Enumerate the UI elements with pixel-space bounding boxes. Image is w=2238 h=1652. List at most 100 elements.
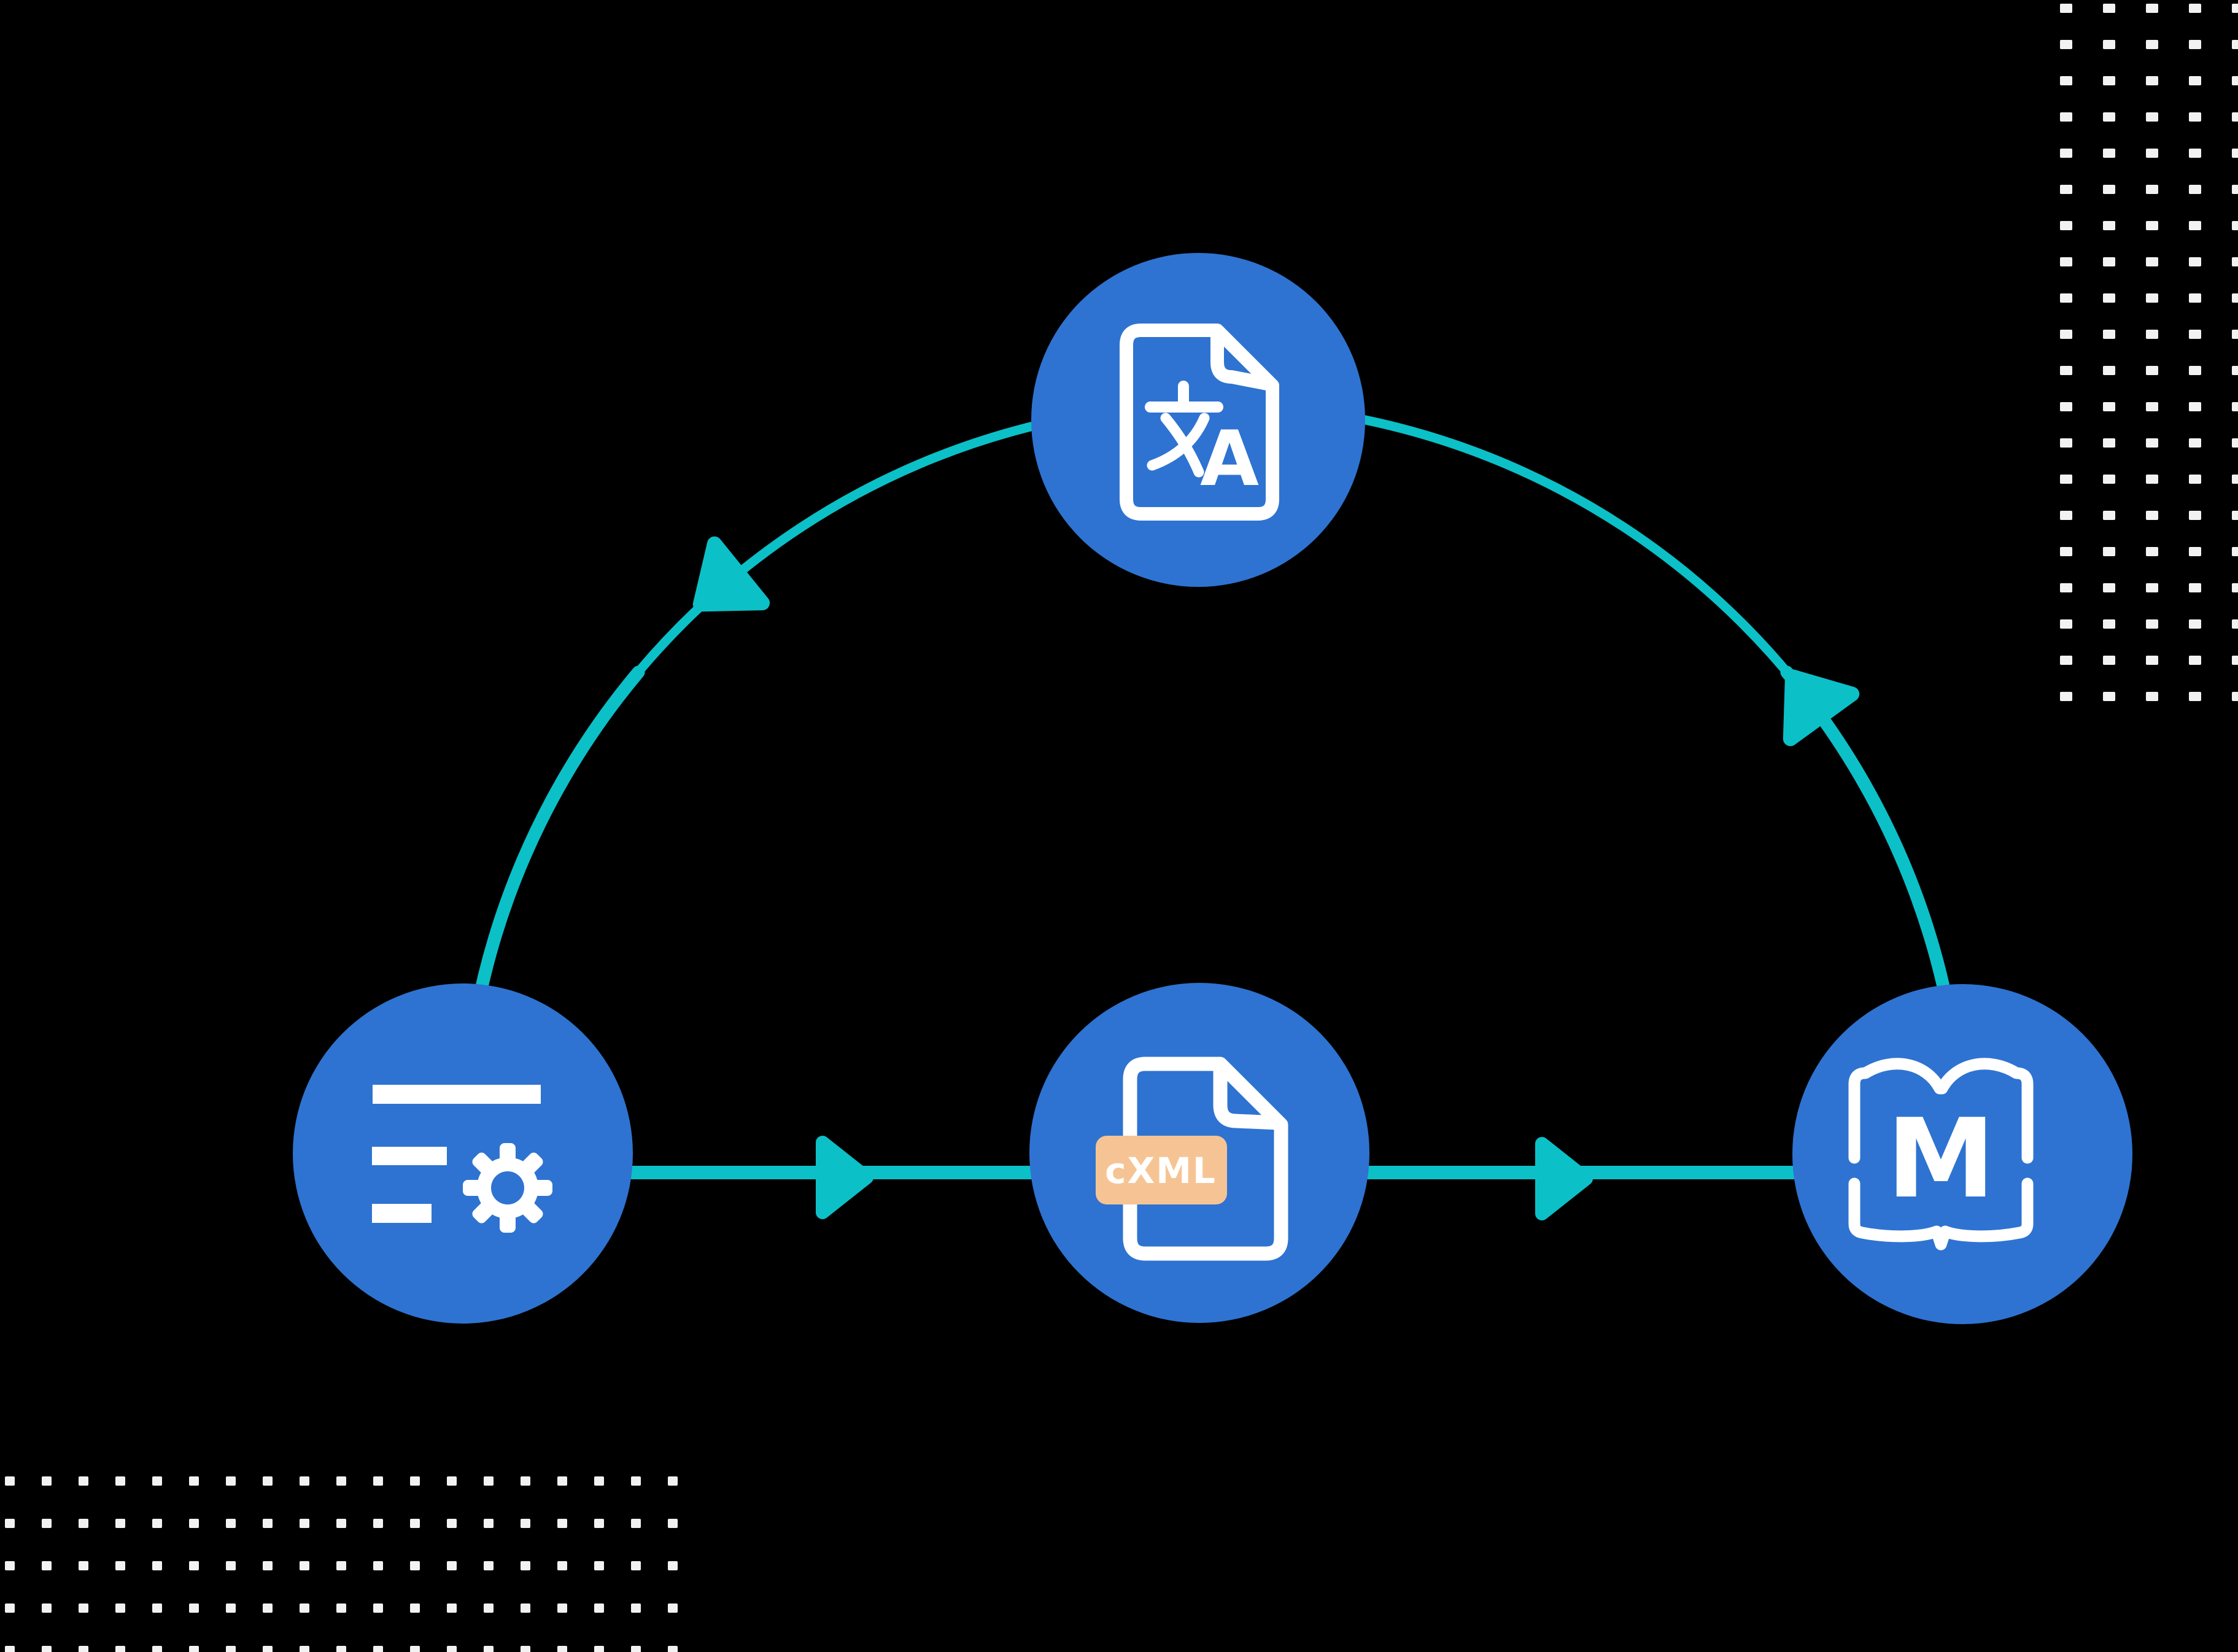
dot — [152, 1476, 162, 1486]
dot-grid-bottom-left — [5, 1476, 678, 1652]
dot — [2103, 511, 2115, 520]
dot — [42, 1561, 52, 1570]
book-bottom-right — [1935, 1177, 2034, 1251]
dot — [263, 1476, 273, 1486]
dot — [2103, 185, 2115, 194]
dot — [557, 1476, 567, 1486]
dot — [5, 1604, 15, 1613]
dot — [300, 1476, 309, 1486]
dot — [152, 1561, 162, 1570]
dot — [2189, 402, 2201, 411]
dot — [300, 1519, 309, 1528]
dot — [2146, 511, 2158, 520]
dot — [115, 1646, 125, 1652]
dot — [594, 1561, 604, 1570]
dot — [521, 1519, 530, 1528]
dot — [2189, 330, 2201, 339]
dot — [2146, 4, 2158, 13]
dot — [226, 1604, 236, 1613]
dot — [373, 1519, 383, 1528]
dot — [373, 1561, 383, 1570]
book-bottom-left — [1848, 1177, 1947, 1251]
dot — [631, 1604, 641, 1613]
dot — [594, 1476, 604, 1486]
dot — [2189, 112, 2201, 122]
list-gear-icon — [372, 1085, 552, 1233]
dot — [2232, 619, 2238, 629]
dot — [2060, 293, 2072, 303]
dot — [115, 1519, 125, 1528]
dot — [2103, 692, 2115, 701]
book-top-right — [1936, 1058, 2034, 1164]
dot — [668, 1561, 678, 1570]
document-fold — [1213, 1058, 1285, 1130]
dot — [631, 1646, 641, 1652]
list-bar-1 — [373, 1085, 541, 1104]
dot — [2103, 330, 2115, 339]
dot — [2189, 149, 2201, 158]
dot — [300, 1646, 309, 1652]
dot — [189, 1476, 199, 1486]
dot — [2146, 475, 2158, 484]
dot — [2189, 619, 2201, 629]
cxml-badge — [1096, 1136, 1227, 1204]
dot — [2146, 692, 2158, 701]
dot — [2189, 656, 2201, 665]
dot — [2060, 366, 2072, 375]
dot-grid-top-right — [2060, 4, 2238, 701]
dot — [2232, 656, 2238, 665]
dot — [484, 1646, 494, 1652]
dot — [557, 1561, 567, 1570]
dot — [263, 1519, 273, 1528]
dot — [2103, 475, 2115, 484]
dot — [5, 1519, 15, 1528]
cxml-badge-label: cXML — [1105, 1150, 1217, 1192]
dot — [2146, 583, 2158, 592]
dot — [2146, 330, 2158, 339]
dot — [410, 1476, 420, 1486]
dot — [2146, 547, 2158, 556]
dot — [2103, 112, 2115, 122]
dot — [2060, 619, 2072, 629]
dot — [2103, 221, 2115, 230]
dot — [2189, 366, 2201, 375]
list-bar-3 — [372, 1204, 432, 1223]
dot — [2232, 4, 2238, 13]
dot — [2232, 583, 2238, 592]
dot — [2146, 40, 2158, 49]
dot — [263, 1561, 273, 1570]
dot — [336, 1476, 346, 1486]
dot — [2060, 112, 2072, 122]
dot — [2146, 221, 2158, 230]
dot — [2060, 257, 2072, 266]
arrowhead-arc-top-to-source — [692, 536, 770, 612]
translate-glyph — [1145, 381, 1223, 478]
dot — [2103, 619, 2115, 629]
dot — [2189, 4, 2201, 13]
dot — [2146, 76, 2158, 85]
dot — [42, 1646, 52, 1652]
dot — [521, 1604, 530, 1613]
dot — [2189, 185, 2201, 194]
dot — [2146, 438, 2158, 448]
dot — [336, 1561, 346, 1570]
dot — [2103, 583, 2115, 592]
dot — [2232, 149, 2238, 158]
dot — [2232, 221, 2238, 230]
dot — [373, 1646, 383, 1652]
dot — [2146, 149, 2158, 158]
dot — [2060, 330, 2072, 339]
dot — [2060, 475, 2072, 484]
dot — [2060, 692, 2072, 701]
dot — [2189, 257, 2201, 266]
dot — [2103, 293, 2115, 303]
dot — [668, 1519, 678, 1528]
dot — [484, 1604, 494, 1613]
dot — [5, 1646, 15, 1652]
dot — [2189, 221, 2201, 230]
dot — [42, 1519, 52, 1528]
dot — [79, 1476, 88, 1486]
dot — [447, 1561, 457, 1570]
dot — [484, 1519, 494, 1528]
